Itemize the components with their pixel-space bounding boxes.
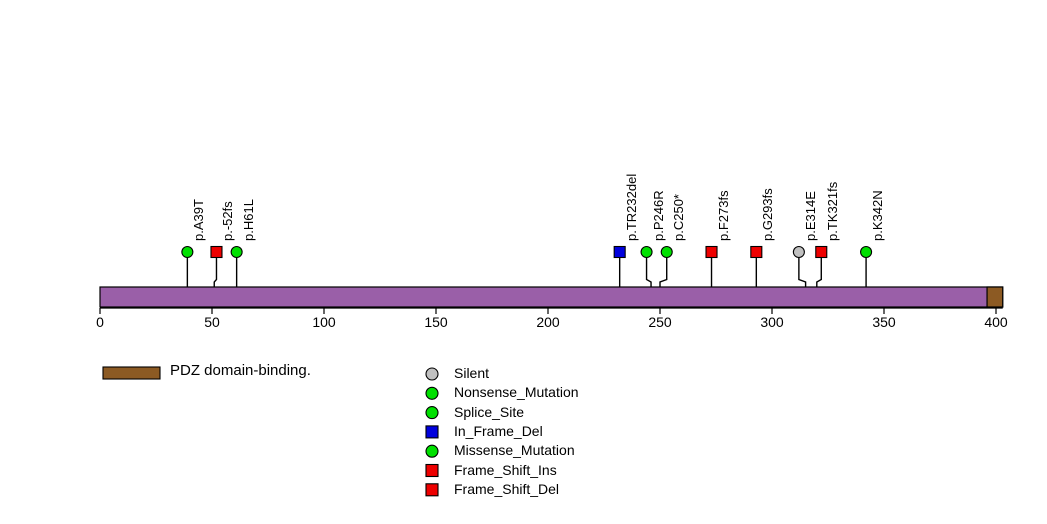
- legend-mutation-swatch-circle: [425, 406, 439, 420]
- mutation-label: p.P246R: [650, 190, 666, 241]
- mutation-label: p.C250*: [670, 194, 686, 241]
- mutation-marker-square[interactable]: [705, 245, 718, 259]
- mutation-label: p.TK321fs: [825, 181, 841, 241]
- protein-domain-region: [986, 286, 1004, 308]
- mutation-marker-square[interactable]: [750, 245, 763, 259]
- x-axis-tick-label: 200: [536, 314, 560, 330]
- x-axis-tick-label: 0: [96, 314, 104, 330]
- mutation-marker-circle[interactable]: [230, 245, 243, 259]
- legend-mutation-swatch-square: [425, 425, 439, 439]
- legend-domain-label: PDZ domain-binding.: [170, 362, 311, 379]
- legend-mutation-label: Frame_Shift_Ins: [454, 461, 557, 478]
- legend-mutation-label: Nonsense_Mutation: [454, 384, 579, 401]
- legend-mutation-label: Missense_Mutation: [454, 442, 575, 459]
- mutation-label: p.TR232del: [623, 173, 639, 241]
- mutation-label: p.A39T: [191, 199, 207, 241]
- legend-mutation-swatch-square: [425, 483, 439, 497]
- mutation-label: p.-52fs: [220, 201, 236, 241]
- mutation-marker-circle[interactable]: [860, 245, 873, 259]
- x-axis-tick-label: 100: [312, 314, 336, 330]
- mutation-label: p.F273fs: [715, 190, 731, 241]
- x-axis-tick-label: 400: [984, 314, 1008, 330]
- mutation-marker-square[interactable]: [613, 245, 626, 259]
- legend-mutation-swatch-circle: [425, 444, 439, 458]
- mutation-marker-circle[interactable]: [792, 245, 805, 259]
- mutation-label: p.E314E: [802, 191, 818, 241]
- mutation-marker-circle[interactable]: [181, 245, 194, 259]
- x-axis-tick-label: 150: [424, 314, 448, 330]
- mutation-label: p.G293fs: [760, 188, 776, 241]
- protein-bar: [99, 286, 1004, 308]
- legend-mutation-label: Frame_Shift_Del: [454, 480, 560, 497]
- legend-mutation-label: In_Frame_Del: [454, 422, 543, 439]
- mutation-marker-circle[interactable]: [640, 245, 653, 259]
- legend-mutation-swatch-square: [425, 463, 439, 478]
- x-axis-tick-label: 250: [648, 314, 672, 330]
- mutation-marker-square[interactable]: [210, 245, 223, 259]
- legend-mutation-label: Splice_Site: [454, 403, 525, 420]
- x-axis-tick-label: 350: [872, 314, 896, 330]
- x-axis-tick-label: 300: [760, 314, 784, 330]
- legend-mutation-label: Silent: [454, 365, 490, 381]
- legend-domain-swatch: [102, 366, 161, 380]
- mutation-marker-square[interactable]: [815, 245, 828, 259]
- legend-mutation-swatch-circle: [425, 386, 439, 400]
- mutation-marker-circle[interactable]: [660, 245, 673, 259]
- legend-mutation-swatch-circle: [425, 367, 439, 381]
- mutation-label: p.H61L: [240, 199, 256, 241]
- x-axis-tick-label: 50: [204, 314, 220, 330]
- mutation-label: p.K342N: [870, 190, 886, 241]
